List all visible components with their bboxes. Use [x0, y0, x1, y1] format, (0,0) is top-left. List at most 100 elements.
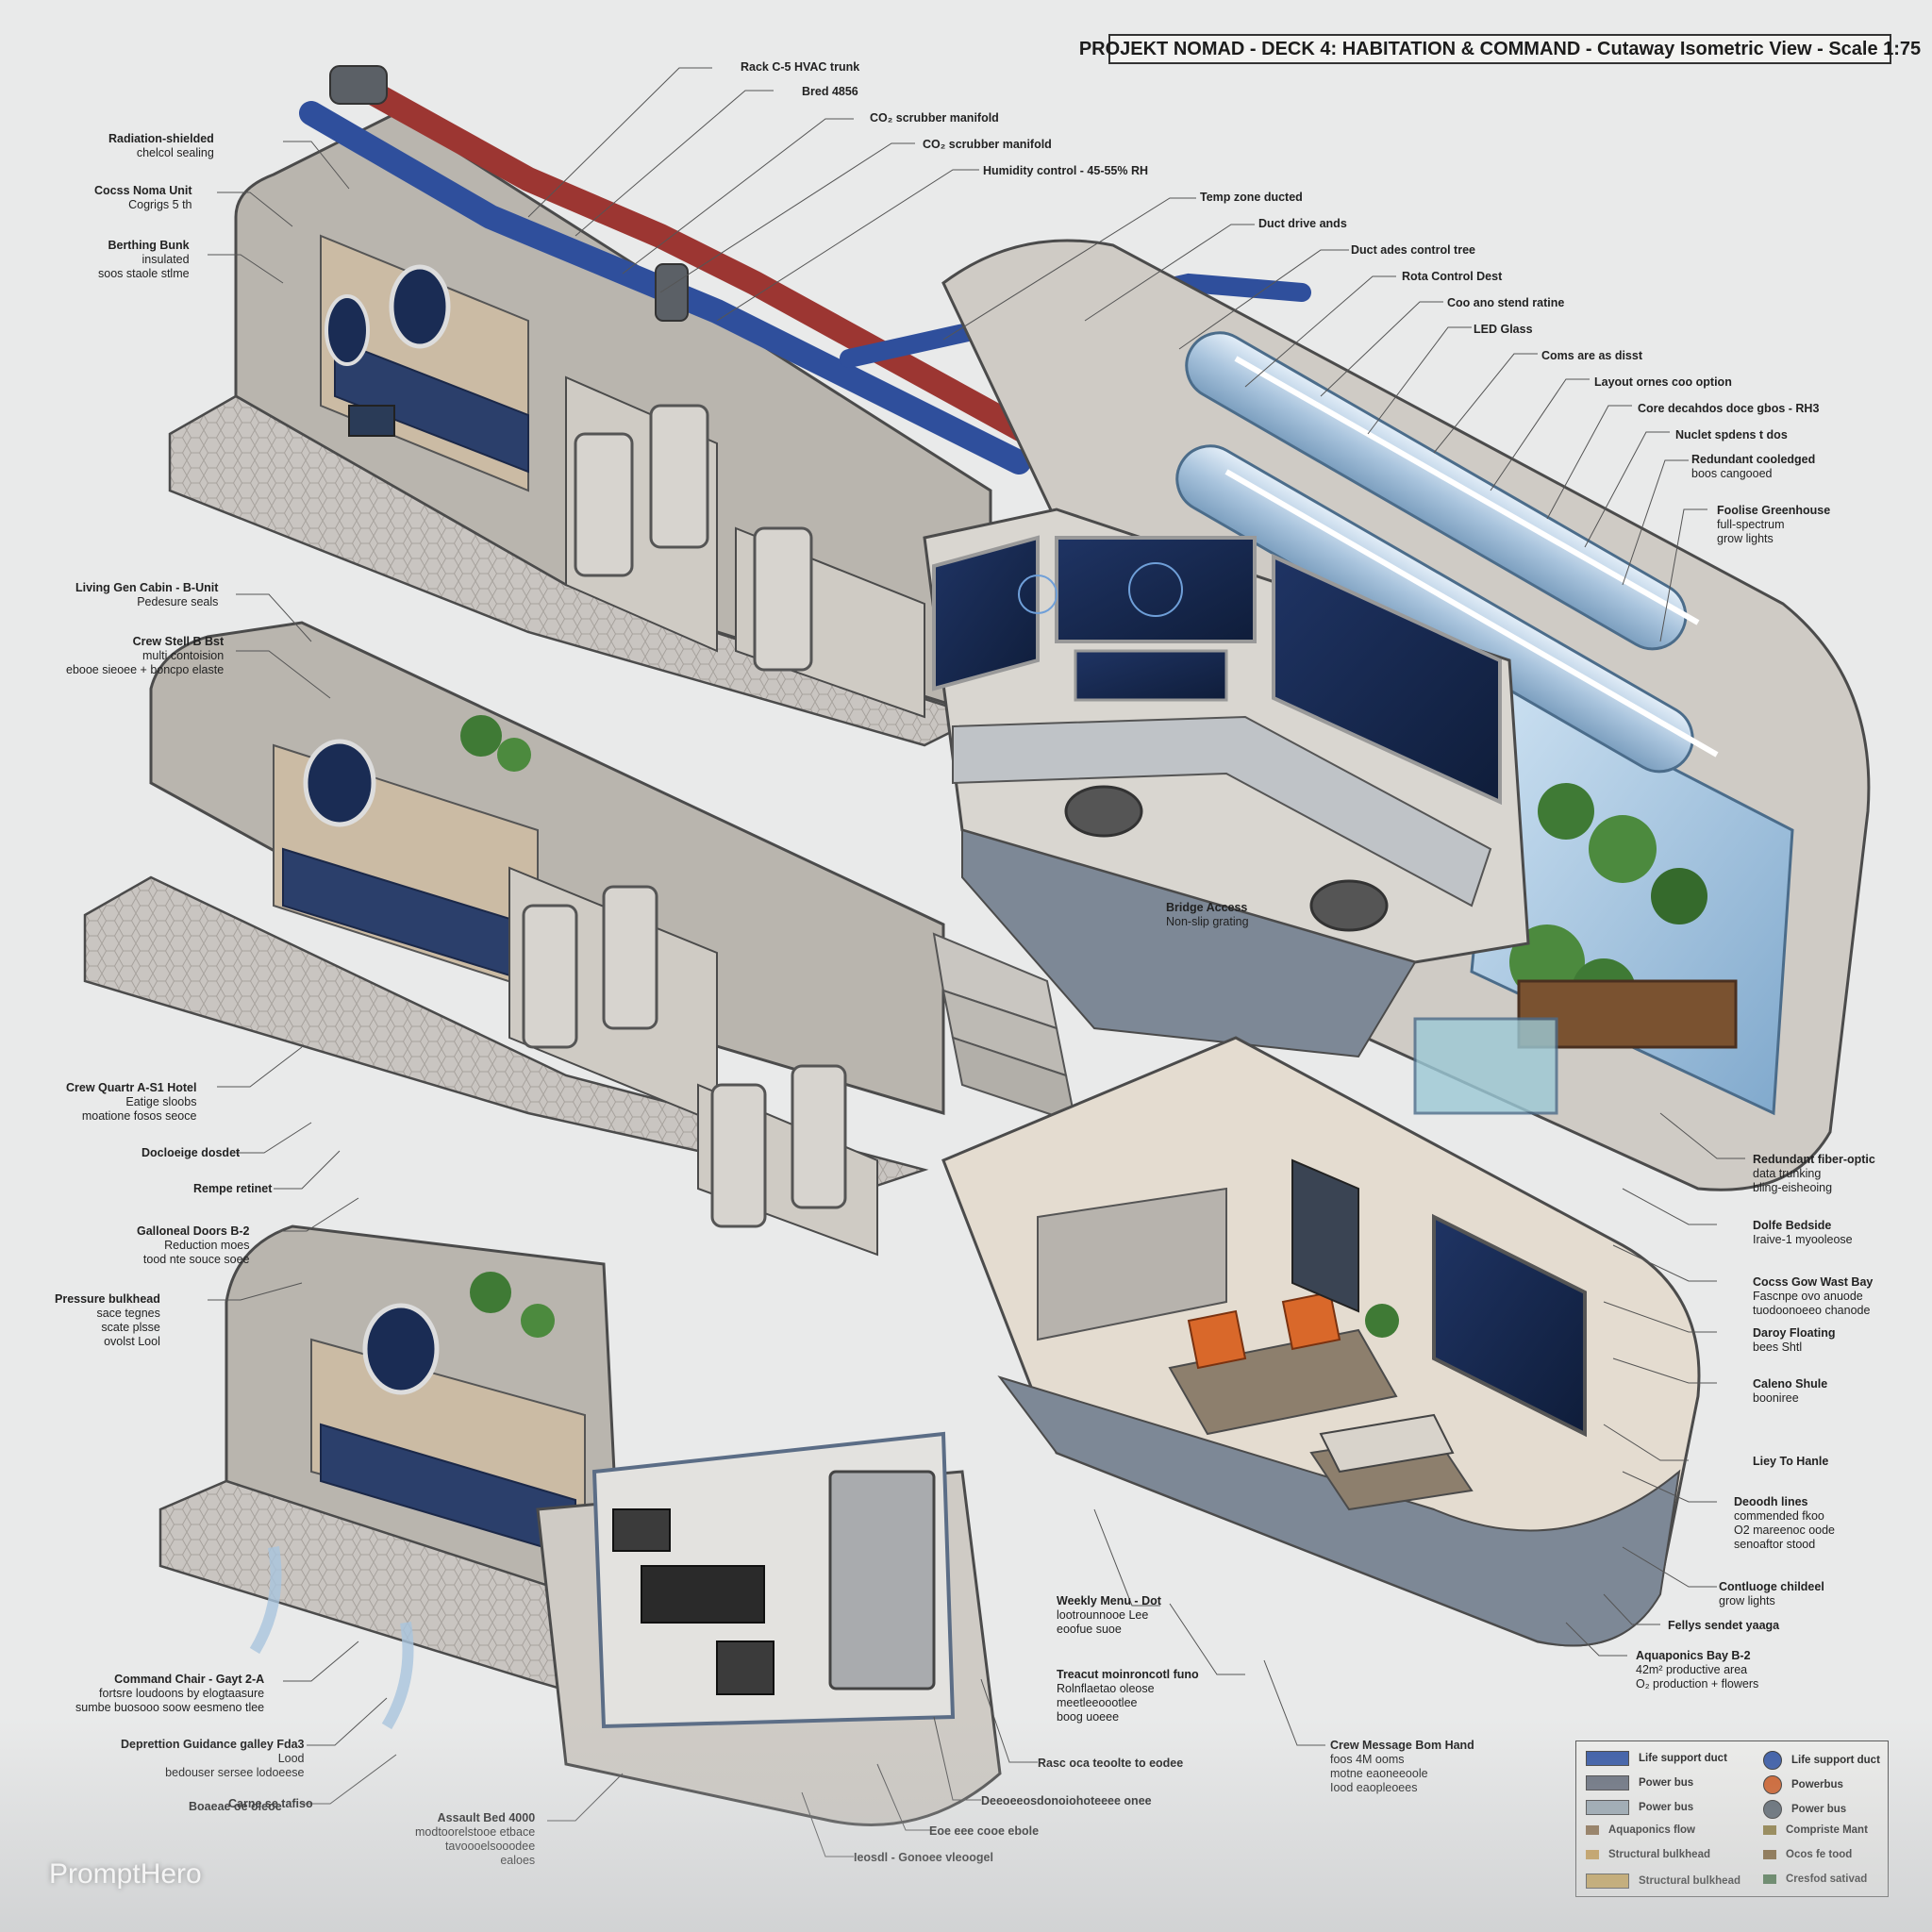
callout-top-label-line: Humidity control - 45-55% RH	[983, 164, 1149, 177]
legend-label: Power bus	[1791, 1804, 1847, 1815]
callout-top-label-line: Layout ornes coo option	[1594, 375, 1732, 389]
callout-left-label-line: Assault Bed 4000	[437, 1811, 536, 1824]
callout-top-label-line: Coo ano stend ratine	[1447, 296, 1565, 309]
legend-swatch	[1586, 1775, 1629, 1790]
legend-item: Power bus	[1763, 1800, 1846, 1819]
legend-label: Structural bulkhead	[1608, 1849, 1710, 1860]
legend-item: Powerbus	[1763, 1775, 1843, 1794]
callout-center-label-line: Ieosdl - Gonoee vleoogel	[854, 1851, 993, 1864]
callout-center-label-line: Rolnflaetao oleose	[1057, 1682, 1155, 1695]
legend-swatch	[1763, 1850, 1776, 1859]
callout-right-label-line: Foolise Greenhouse	[1717, 504, 1831, 517]
callout-top-label-line: Coms are as disst	[1541, 349, 1642, 362]
callout-center-label-line: Non-slip grating	[1166, 915, 1249, 928]
callout-top-label: LED Glass	[1474, 323, 1533, 337]
bunk-mattress	[334, 338, 529, 474]
legend-swatch	[1763, 1751, 1782, 1770]
callout-left-label-line: Berthing Bunk	[108, 239, 190, 252]
plants	[1413, 783, 1738, 1115]
callout-left-label-line: tood nte souce soee	[142, 1253, 250, 1266]
callout-center-label: Ieosdl - Gonoee vleoogel	[854, 1851, 993, 1865]
callout-left-label-line: scate plsse	[101, 1321, 160, 1334]
legend-label: Ocos fe tood	[1786, 1849, 1853, 1860]
callout-right-label-line: senoaftor stood	[1734, 1538, 1816, 1551]
side-display	[932, 535, 1040, 691]
callout-top-label-line: Core decahdos doce gbos - RH3	[1638, 402, 1820, 415]
legend-label: Cresfod sativad	[1786, 1874, 1868, 1885]
callout-top-label-line: Rota Control Dest	[1402, 270, 1503, 283]
callout-center-label-line: foos 4M ooms	[1330, 1753, 1405, 1766]
callout-top-label: CO₂ scrubber manifold	[870, 111, 999, 125]
callout-right-label-line: Aquaponics Bay B-2	[1636, 1649, 1751, 1662]
hatch-door	[649, 404, 709, 549]
callout-left-label-line: Command Chair - Gayt 2-A	[114, 1673, 265, 1686]
callout-center-label: Rasc oca teoolte to eodee	[1038, 1757, 1183, 1771]
cooktop	[641, 1565, 765, 1624]
callout-center-label-line: Iood eaopleoees	[1330, 1781, 1418, 1794]
callout-left-label-line: multi contoision	[142, 649, 225, 662]
callout-center-label-line: eoofue suoe	[1057, 1623, 1122, 1636]
callout-right-label-line: data trunking	[1753, 1167, 1822, 1180]
grow-light-tubes	[1175, 331, 1719, 774]
legend-label: Structural bulkhead	[1639, 1875, 1740, 1887]
callout-left-label-line: Docloeige dosdet	[142, 1146, 241, 1159]
legend-label: Aquaponics flow	[1608, 1824, 1695, 1836]
callout-left-label-line: bedouser sersee lodoeese	[165, 1766, 305, 1779]
callout-top-label-line: CO₂ scrubber manifold	[870, 111, 999, 125]
callout-right-label: Liey To Hanle	[1753, 1455, 1828, 1469]
callout-center-label-line: Eoe eee cooe ebole	[929, 1824, 1040, 1838]
oven	[716, 1641, 774, 1695]
hatch-door	[753, 526, 813, 672]
callout-right-label-line: Cocss Gow Wast Bay	[1753, 1275, 1874, 1289]
callout-top-label: Temp zone ducted	[1200, 191, 1303, 205]
callout-top-label-line: Nuclet spdens t dos	[1675, 428, 1788, 441]
wall-display	[1432, 1213, 1587, 1438]
legend-item: Power bus	[1586, 1775, 1693, 1790]
leader-lines	[208, 67, 1745, 1857]
callout-left-label-line: fortsre loudoons by elogtaasure	[99, 1687, 265, 1700]
callout-right-label-line: Daroy Floating	[1753, 1326, 1836, 1340]
legend-label: Power bus	[1639, 1802, 1694, 1813]
callout-right-label-line: Fellys sendet yaaga	[1668, 1619, 1780, 1632]
callout-right-label-line: commended fkoo	[1734, 1509, 1824, 1523]
callout-right-label-line: O2 mareenoc oode	[1734, 1524, 1836, 1537]
legend-item: Structural bulkhead	[1586, 1849, 1710, 1860]
jacket	[1291, 1158, 1359, 1313]
callout-top-label: Bred 4856	[802, 85, 858, 99]
callout-top-label: CO₂ scrubber manifold	[923, 138, 1052, 152]
module-bridge	[923, 508, 1530, 1058]
legend-swatch	[1763, 1874, 1776, 1884]
command-chair	[1064, 785, 1143, 838]
callout-left-label: Docloeige dosdet	[142, 1146, 240, 1160]
legend-item: Structural bulkhead	[1586, 1874, 1740, 1889]
callout-right-label-line: booniree	[1753, 1391, 1799, 1405]
callout-right-label-line: grow lights	[1717, 532, 1774, 545]
callout-top-label: Core decahdos doce gbos - RH3	[1638, 402, 1819, 416]
callout-top-label: Coo ano stend ratine	[1447, 296, 1564, 310]
callout-left-label-line: Rempe retinet	[193, 1182, 273, 1195]
legend-label: Power bus	[1639, 1777, 1694, 1789]
module-crew-quarters-middle	[83, 621, 1077, 1257]
callout-top-label-line: Bred 4856	[802, 85, 858, 98]
callout-left-label-line: Eatige sloobs	[125, 1095, 197, 1108]
legend-swatch	[1586, 1850, 1599, 1859]
callout-center-label-line: Rasc oca teoolte to eodee	[1038, 1757, 1184, 1770]
porthole	[389, 264, 451, 349]
callout-left-label-line: modtoorelstooe etbace	[415, 1825, 536, 1839]
callout-left-label-line: Crew Stell B Bst	[132, 635, 225, 648]
callout-left-label-line: soos staole stlme	[98, 267, 190, 280]
callout-top-label: Rack C-5 HVAC trunk	[741, 60, 859, 75]
callout-left-label-line: insulated	[142, 253, 190, 266]
callout-left-label-line: tavoooelsooodee	[444, 1840, 536, 1853]
callout-top-label: Coms are as disst	[1541, 349, 1642, 363]
